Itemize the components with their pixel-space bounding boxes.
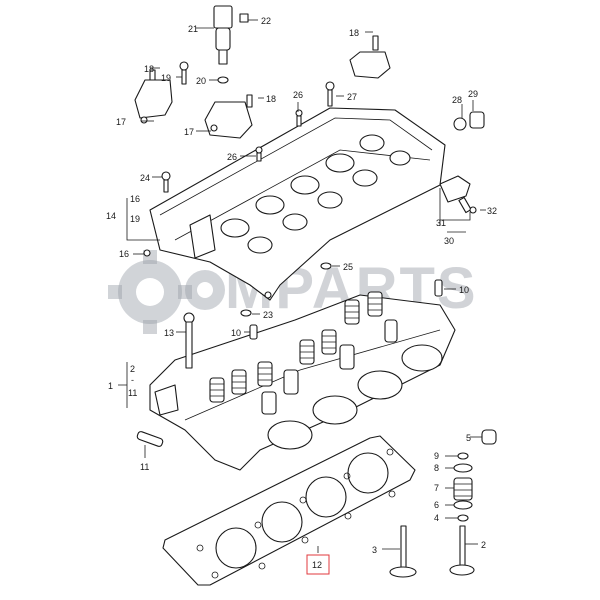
callout-23[interactable]: 23 — [263, 310, 273, 320]
callout-9[interactable]: 9 — [434, 451, 439, 461]
bearing-cap-left — [134, 69, 173, 124]
highlight-box-12 — [306, 554, 330, 575]
vvt-solenoid — [213, 5, 249, 65]
callout-12[interactable]: 12 — [312, 560, 322, 570]
callout-26a[interactable]: 26 — [293, 90, 303, 100]
bolt-25 — [320, 262, 332, 270]
callout-27[interactable]: 27 — [347, 92, 357, 102]
callout-18b[interactable]: 18 — [266, 94, 276, 104]
callout-10b[interactable]: 10 — [231, 328, 241, 338]
callout-17b[interactable]: 17 — [184, 127, 194, 137]
callout-16b[interactable]: 16 — [119, 249, 129, 259]
callout-3[interactable]: 3 — [372, 545, 377, 555]
valve-train-stack — [453, 452, 473, 522]
head-gasket — [162, 435, 416, 586]
leader-lines — [118, 19, 486, 553]
callout-2b[interactable]: 2 — [481, 540, 486, 550]
callout-32[interactable]: 32 — [487, 206, 497, 216]
callout-22[interactable]: 22 — [261, 16, 271, 26]
callout-5[interactable]: 5 — [466, 433, 471, 443]
callout-6[interactable]: 6 — [434, 500, 439, 510]
bearing-cap-right — [349, 35, 391, 79]
callout-20[interactable]: 20 — [196, 76, 206, 86]
callout-30[interactable]: 30 — [444, 236, 454, 246]
callout-11b[interactable]: 11 — [140, 462, 149, 472]
callout-25[interactable]: 25 — [343, 262, 353, 272]
bolt-24 — [161, 171, 171, 193]
head-bolt-13 — [183, 312, 195, 369]
valve-3 — [389, 525, 417, 578]
stud-26 — [255, 109, 303, 162]
bolt-19 — [179, 61, 189, 85]
bearing-cap-center — [204, 94, 253, 139]
callout-31[interactable]: 31 — [436, 218, 446, 228]
callout-29[interactable]: 29 — [468, 89, 478, 99]
callout-4[interactable]: 4 — [434, 513, 439, 523]
valve-2 — [449, 525, 475, 576]
washer-23 — [240, 309, 252, 317]
callout-28[interactable]: 28 — [452, 95, 462, 105]
callout-10a[interactable]: 10 — [459, 285, 469, 295]
callout-26b[interactable]: 26 — [227, 152, 237, 162]
callout-18c[interactable]: 18 — [349, 28, 359, 38]
dowel-10b — [249, 324, 258, 340]
carrier-bores — [220, 134, 411, 254]
callout-11a[interactable]: 11 — [128, 388, 137, 398]
oring-20 — [217, 76, 229, 84]
cam-sensor — [439, 175, 477, 214]
plug-seal — [453, 111, 485, 131]
callout-2[interactable]: 2 — [130, 364, 135, 374]
tube-11 — [136, 431, 164, 447]
cylinder-head — [149, 291, 456, 471]
callout-7[interactable]: 7 — [434, 483, 439, 493]
dowel-10a — [434, 279, 443, 297]
gasket-holes — [196, 448, 396, 579]
callout-16a[interactable]: 16 — [130, 194, 140, 204]
callout-18a[interactable]: 18 — [144, 64, 154, 74]
bolt-27 — [325, 81, 335, 107]
callout-8[interactable]: 8 — [434, 463, 439, 473]
callout-19b[interactable]: 19 — [130, 214, 140, 224]
callout-19a[interactable]: 19 — [161, 73, 171, 83]
callout-13[interactable]: 13 — [164, 328, 174, 338]
dowel-16 — [143, 249, 151, 257]
camshaft-carrier — [149, 107, 446, 301]
callout-dash: - — [131, 375, 134, 385]
callout-14[interactable]: 14 — [106, 211, 116, 221]
callout-1[interactable]: 1 — [108, 381, 113, 391]
part-5 — [481, 429, 497, 445]
callout-labels: 21 22 20 19 18 17 17 18 18 27 26 26 24 2… — [106, 16, 497, 570]
head-ports — [267, 344, 443, 450]
callout-21[interactable]: 21 — [188, 24, 198, 34]
callout-17a[interactable]: 17 — [116, 117, 126, 127]
callout-24[interactable]: 24 — [140, 173, 150, 183]
